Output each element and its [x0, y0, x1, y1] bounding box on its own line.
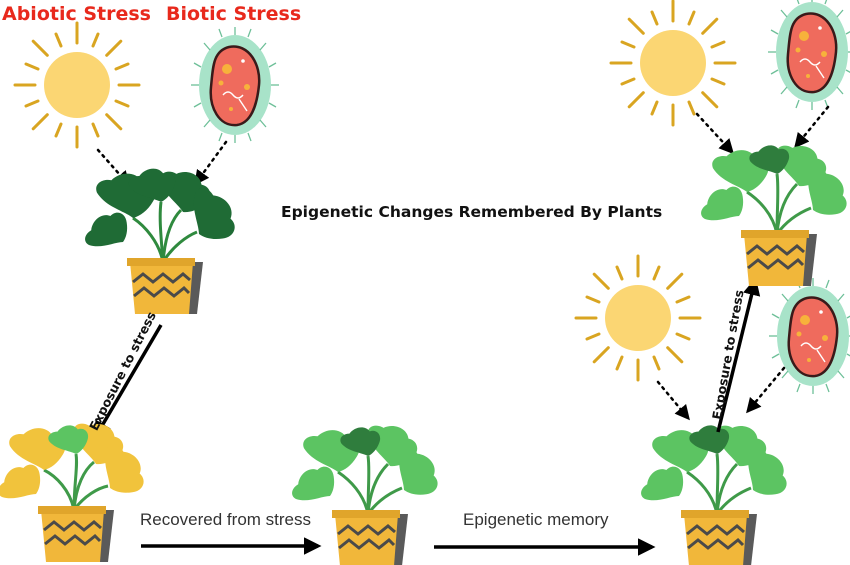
biotic-stress-label: Biotic Stress	[166, 3, 302, 25]
dotted-arrow	[656, 380, 690, 421]
dotted-arrow	[695, 112, 735, 155]
diagram-title: Epigenetic Changes Remembered By Plants	[281, 203, 663, 221]
pathogen-cell-icon	[766, 0, 850, 112]
plant-remembered-icon	[694, 137, 850, 288]
memory-label: Epigenetic memory	[463, 510, 609, 529]
pathogen-cell-icon	[189, 25, 281, 145]
sun-icon	[13, 21, 141, 149]
dotted-arrow	[746, 366, 786, 414]
recovered-label: Recovered from stress	[140, 510, 311, 529]
dotted-arrow	[194, 140, 228, 186]
plant-yellow-icon	[0, 415, 154, 564]
exposure-arrow	[94, 324, 163, 440]
abiotic-stress-label: Abiotic Stress	[2, 3, 151, 25]
pathogen-cell-icon	[767, 276, 850, 396]
dotted-arrow	[794, 105, 830, 149]
sun-icon	[609, 0, 737, 127]
sun-icon	[574, 254, 702, 382]
plant-stressed-icon	[78, 163, 245, 316]
plant-memory-icon	[634, 417, 797, 565]
exposure-arrow	[716, 277, 761, 433]
plant-recovered-icon	[285, 417, 448, 565]
